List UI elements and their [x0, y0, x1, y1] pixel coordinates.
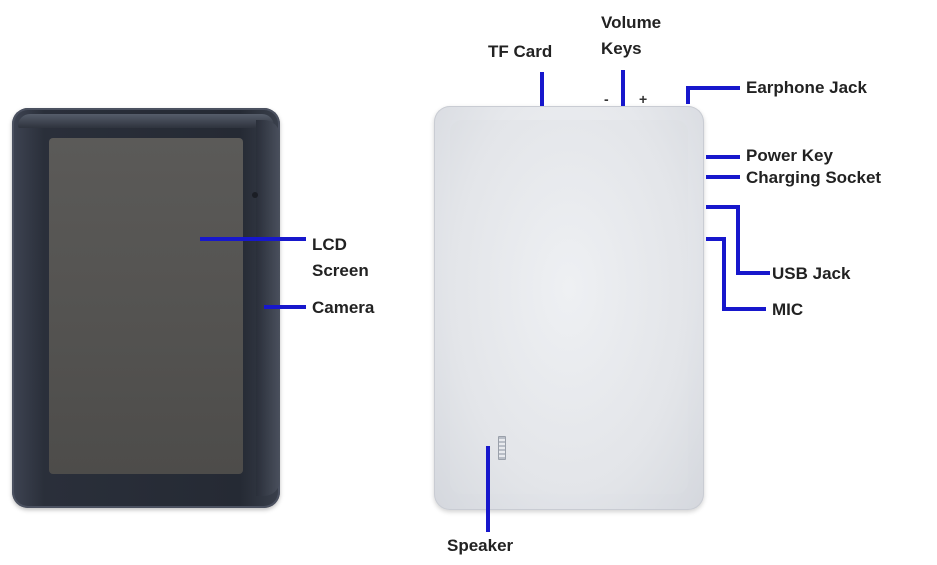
label-tf-card: TF Card [488, 42, 553, 61]
callout-line-earphone-jack-vertical [686, 86, 690, 104]
callout-line-usb-jack-bottom [736, 271, 770, 275]
callout-line-usb-jack-top [706, 205, 740, 209]
tablet-back-view [434, 106, 704, 510]
back-panel [450, 120, 688, 494]
camera-lens [252, 192, 258, 198]
volume-minus-sign: - [604, 91, 609, 107]
speaker-grill [498, 436, 506, 460]
callout-line-mic-top [706, 237, 726, 241]
label-earphone-jack: Earphone Jack [746, 78, 867, 97]
callout-line-camera [264, 305, 306, 309]
label-charging-socket: Charging Socket [746, 168, 882, 187]
lcd-screen [49, 138, 243, 474]
label-power-key: Power Key [746, 146, 833, 165]
front-bezel [18, 114, 274, 128]
callout-line-earphone-jack-horizontal [686, 86, 740, 90]
volume-plus-sign: + [639, 91, 648, 107]
callout-line-usb-jack-vertical [736, 205, 740, 275]
callout-line-power-key [706, 155, 740, 159]
tablet-front-view [12, 108, 280, 508]
callout-line-mic-bottom [722, 307, 766, 311]
callout-line-speaker [486, 446, 490, 532]
label-usb-jack: USB Jack [772, 264, 851, 283]
label-camera: Camera [312, 298, 375, 317]
label-volume-keys: Volume Keys [601, 13, 662, 58]
callout-line-volume-keys [621, 70, 625, 106]
callout-line-tf-card [540, 72, 544, 106]
label-mic: MIC [772, 300, 804, 319]
callout-line-mic-vertical [722, 237, 726, 311]
label-speaker: Speaker [447, 536, 514, 555]
callout-line-charging-socket [706, 175, 740, 179]
callout-line-lcd-screen [200, 237, 306, 241]
label-lcd-screen: LCD Screen [312, 235, 369, 280]
